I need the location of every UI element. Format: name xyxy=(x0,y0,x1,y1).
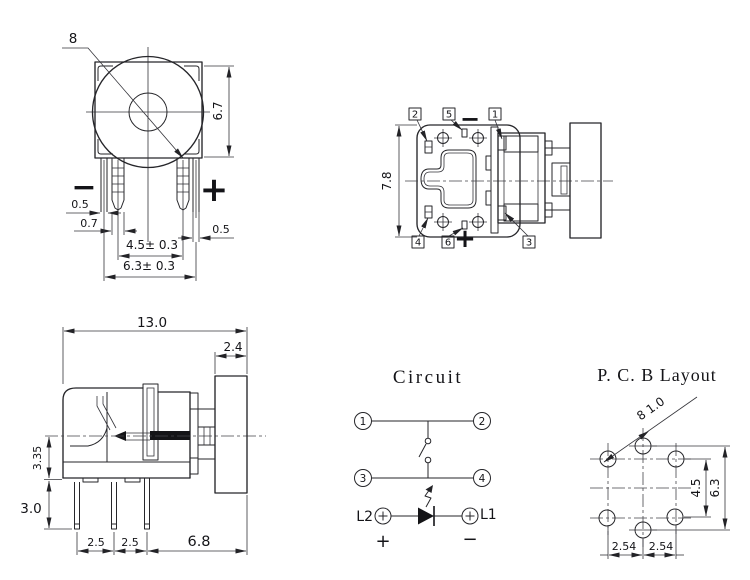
led-right-label: L1 xyxy=(480,507,497,523)
terminal-4-label: 4 xyxy=(479,473,486,485)
led-terminal-right xyxy=(461,507,479,525)
dim-pin-pitch-b: 2.5 xyxy=(121,536,139,549)
bottom-view: 7.8 xyxy=(380,105,613,254)
hole-bottom-left xyxy=(598,509,616,527)
dim-led-row-spacing: 6.3 xyxy=(708,478,722,497)
switch-symbol xyxy=(418,421,432,478)
hole-bottom-right xyxy=(666,508,684,526)
terminal-1 xyxy=(354,412,372,430)
circuit-title: Circuit xyxy=(393,367,463,388)
led-left-label: L2 xyxy=(356,509,373,525)
pin-label-2: 2 xyxy=(412,110,418,121)
housing-cutout-inner xyxy=(423,152,474,206)
pad-3 xyxy=(497,205,507,221)
hole-top-left xyxy=(599,450,617,468)
hole-top-right xyxy=(667,450,685,468)
pcb-layout: P. C. B Layout 8 1.0 4.5 6.3 xyxy=(590,365,730,559)
dim-pin-spacing: 4.5± 0.3 xyxy=(126,238,178,252)
pin-label-5: 5 xyxy=(446,110,452,121)
dim-pin-width: 0.7 xyxy=(80,217,98,230)
side-view: 13.0 2.4 3.35 xyxy=(20,315,266,555)
plus-polarity-mark: + xyxy=(454,224,476,254)
dim-body-width: 7.8 xyxy=(380,171,394,190)
housing-cutout-outer xyxy=(420,149,477,209)
pcb-title: P. C. B Layout xyxy=(597,365,717,385)
diameter-leader xyxy=(62,47,184,159)
led-symbol xyxy=(391,485,462,526)
cathode-sign: − xyxy=(462,529,477,550)
dim-leg-width-right: 0.5 xyxy=(212,223,230,236)
switch-body-outline xyxy=(94,61,203,159)
dim-button-length: 2.4 xyxy=(223,340,242,354)
minus-polarity-mark: − xyxy=(460,105,480,133)
terminal-3 xyxy=(354,469,372,487)
minus-polarity-mark: − xyxy=(71,170,96,205)
terminal-3-label: 3 xyxy=(360,473,367,485)
pin-label-6: 6 xyxy=(445,238,451,249)
led-bar xyxy=(150,431,190,440)
pad-6 xyxy=(461,220,468,230)
terminal-2 xyxy=(473,412,491,430)
dim-pad-row-spacing: 4.5 xyxy=(689,478,703,497)
dim-pitch-b: 2.54 xyxy=(649,540,674,553)
dim-leg-spacing: 6.3± 0.3 xyxy=(123,259,175,273)
mounting-bracket xyxy=(142,383,159,461)
cap-circle xyxy=(91,55,205,169)
button-outline xyxy=(214,375,248,494)
pad-5 xyxy=(461,128,468,138)
dim-pin-pitch-a: 2.5 xyxy=(87,536,105,549)
pin-label-4: 4 xyxy=(415,238,421,249)
circuit-diagram: Circuit 1 2 3 4 xyxy=(354,367,497,552)
led-housing-outline xyxy=(62,387,144,479)
hole-top-middle xyxy=(634,437,652,455)
dim-pitch-a: 2.54 xyxy=(612,540,637,553)
terminal-4 xyxy=(473,469,491,487)
dim-pin-length: 3.0 xyxy=(20,501,41,517)
terminal-1-label: 1 xyxy=(360,416,367,428)
dim-body-height: 6.7 xyxy=(211,101,225,120)
through-hole-pins xyxy=(74,478,150,530)
dim-center-to-base: 3.35 xyxy=(31,446,44,471)
dim-leg-width-left: 0.5 xyxy=(71,198,89,211)
anode-sign: + xyxy=(375,531,390,552)
terminal-2-label: 2 xyxy=(479,416,486,428)
switch-side-body xyxy=(497,132,546,224)
plus-polarity-mark: + xyxy=(200,170,229,210)
pin-label-3: 3 xyxy=(526,238,532,249)
top-view: 8 6.7 − + 0.5 0.7 xyxy=(62,31,234,281)
cap-inner-circle xyxy=(128,92,168,132)
pin-label-1: 1 xyxy=(492,110,498,121)
led-terminal-left xyxy=(374,507,392,525)
dim-pin-to-button: 6.8 xyxy=(187,534,210,550)
dim-cap-diameter: 8 xyxy=(69,31,78,47)
dim-hole-spec: 8 1.0 xyxy=(634,394,667,423)
dim-total-length: 13.0 xyxy=(137,315,167,331)
hole-bottom-middle xyxy=(634,521,652,539)
button-side xyxy=(569,122,602,239)
